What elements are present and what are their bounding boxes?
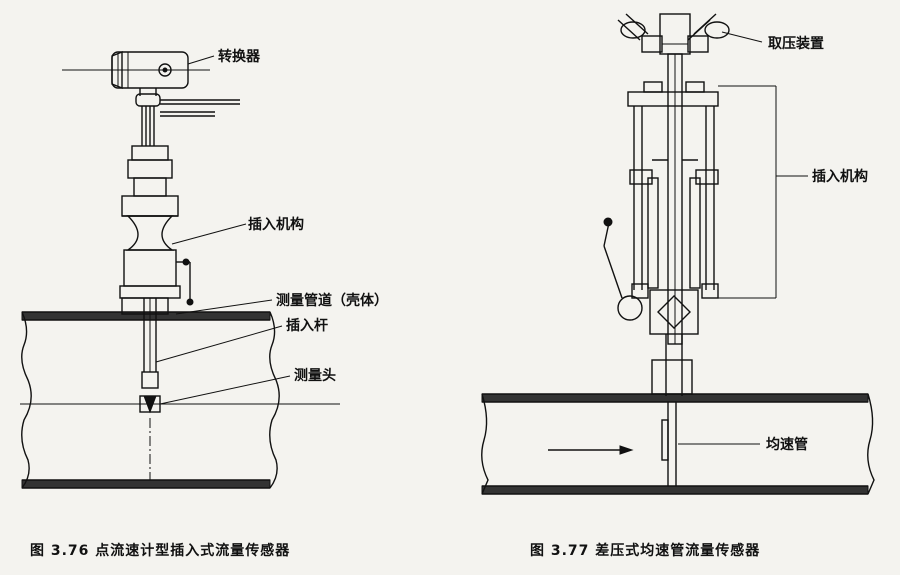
insertion-mechanism-left <box>119 145 194 306</box>
label-pressure-device: 取压装置 <box>768 35 824 52</box>
insertion-mechanism-right <box>603 53 719 396</box>
label-averaging-tube: 均速管 <box>766 436 808 453</box>
caption-3-77: 图 3.77 差压式均速管流量传感器 <box>530 542 760 559</box>
caption-3-76: 图 3.76 点流速计型插入式流量传感器 <box>30 542 290 559</box>
figure-3-77: 取压装置 插入机构 均速管 图 3.77 差压式均速管流量传感器 <box>481 13 875 559</box>
converter <box>62 50 240 146</box>
label-insertion-rod: 插入杆 <box>286 317 328 334</box>
label-measuring-head: 测量头 <box>294 367 336 384</box>
figure-3-76: 转换器 插入机构 测量管道（壳体） 插入杆 测量头 图 3.76 点流速计型插入… <box>20 48 388 559</box>
insertion-rod <box>143 298 157 372</box>
label-insertion-mechanism-left: 插入机构 <box>248 216 304 233</box>
measuring-head <box>139 371 161 414</box>
measuring-pipe-right <box>481 393 875 495</box>
label-insertion-mechanism-right: 插入机构 <box>812 168 868 185</box>
measuring-pipe-left <box>20 311 340 489</box>
averaging-pitot-tube <box>661 402 677 486</box>
right-leaders <box>678 31 808 445</box>
left-leaders <box>155 55 291 405</box>
label-measuring-pipe: 测量管道（壳体） <box>276 292 388 309</box>
label-converter: 转换器 <box>218 48 261 65</box>
pressure-tapping-device <box>617 13 730 55</box>
